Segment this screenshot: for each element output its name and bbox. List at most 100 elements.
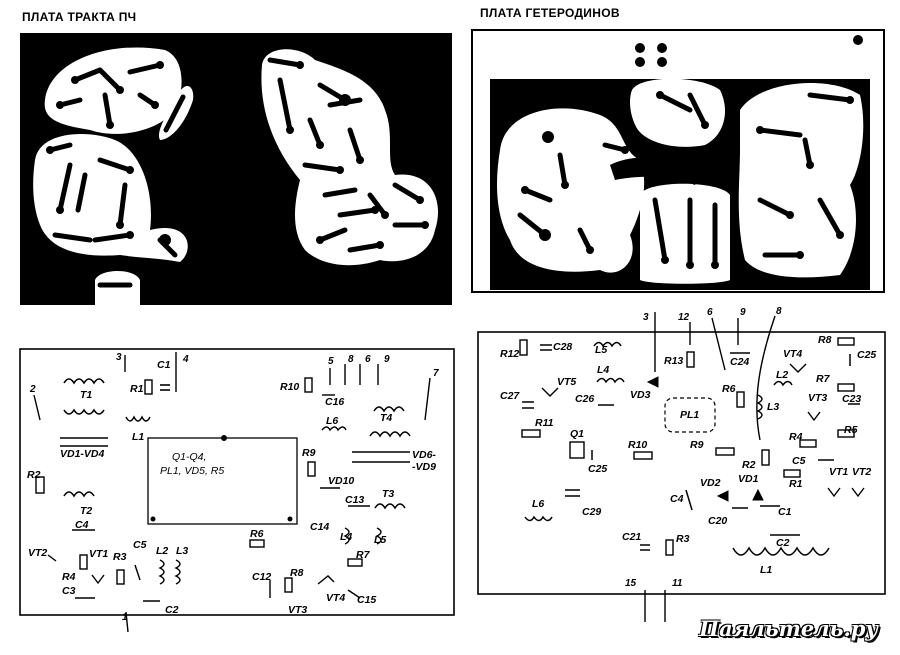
if-pin-labels: 1 2 3 4 5 8 6 9 7 [29, 352, 439, 623]
label-L4: L4 [597, 364, 609, 376]
label-L6: L6 [326, 415, 338, 427]
label-C28: C28 [553, 341, 572, 353]
if-pin-6: 6 [365, 354, 371, 365]
label-R1: R1 [130, 383, 144, 395]
label-R8: R8 [818, 334, 832, 346]
block-label-line2: PL1, VD5, R5 [160, 465, 224, 477]
label-L1: L1 [760, 564, 772, 576]
label-L6: L6 [532, 498, 544, 510]
label-C26: C26 [575, 393, 594, 405]
label-VT2: VT2 [28, 547, 47, 559]
label-C29: C29 [582, 506, 601, 518]
label-C12: C12 [252, 571, 271, 583]
label-R7: R7 [816, 373, 831, 385]
label-R2: R2 [27, 469, 41, 481]
if-board-layout [19, 348, 455, 633]
if-board-pcb [20, 33, 452, 305]
if-pin-1: 1 [122, 612, 128, 623]
label-R12: R12 [500, 348, 519, 360]
lo-pin-3: 3 [643, 312, 649, 323]
label-C16: C16 [325, 396, 344, 408]
label-C1: C1 [778, 506, 792, 518]
label-C23: C23 [842, 393, 861, 405]
label-C27: C27 [500, 390, 520, 402]
label-R2: R2 [742, 459, 756, 471]
if-pin-3: 3 [116, 352, 122, 363]
label-C24: C24 [730, 356, 749, 368]
label-R7: R7 [356, 549, 371, 561]
if-pin-4: 4 [182, 354, 189, 365]
if-pin-5: 5 [328, 356, 334, 367]
label-R3: R3 [676, 533, 690, 545]
lo-pin-15: 15 [625, 578, 637, 589]
label-R4: R4 [789, 431, 803, 443]
label-R9: R9 [690, 439, 704, 451]
label-L3: L3 [176, 545, 188, 557]
label-C2: C2 [776, 537, 790, 549]
label-VD1-VD4: VD1-VD4 [60, 448, 105, 460]
label-VT2: VT2 [852, 466, 871, 478]
if-pin-7: 7 [433, 368, 439, 379]
label-C3: C3 [62, 585, 76, 597]
label-L2: L2 [156, 545, 168, 557]
label-C25: C25 [588, 463, 607, 475]
label-R10: R10 [280, 381, 299, 393]
if-component-labels: R1 C1 L1 T1 VD1-VD4 R2 T2 C4 VT2 VT1 R4 … [27, 359, 436, 616]
if-pin-9: 9 [384, 354, 390, 365]
label-T2: T2 [80, 505, 92, 517]
label-VT4: VT4 [326, 592, 345, 604]
site-watermark: Паяльтель.ру [699, 616, 878, 641]
label-R8: R8 [290, 567, 304, 579]
label-L4: L4 [340, 531, 352, 543]
label-VD2: VD2 [700, 477, 721, 489]
lo-pin-6: 6 [707, 307, 713, 318]
block-label-line1: Q1-Q4, [172, 451, 206, 463]
label-R3: R3 [113, 551, 127, 563]
label-VT1: VT1 [89, 548, 108, 560]
label-C4: C4 [670, 493, 684, 505]
label-C20: C20 [708, 515, 727, 527]
lo-pin-12: 12 [678, 312, 690, 323]
label-C21: C21 [622, 531, 641, 543]
label-VT3: VT3 [288, 604, 307, 616]
label-VT5: VT5 [557, 376, 576, 388]
lo-component-labels: R12 C28 L5 L4 VT5 C27 C26 R11 Q1 C25 R10… [500, 334, 876, 576]
label-R6: R6 [722, 383, 736, 395]
label-L3: L3 [767, 401, 779, 413]
label-C2: C2 [165, 604, 179, 616]
if-board-title: ПЛАТА ТРАКТА ПЧ [22, 10, 137, 24]
label-R11: R11 [535, 417, 554, 429]
label-VD10: VD10 [328, 475, 354, 487]
label-C25-right: C25 [857, 349, 876, 361]
lo-pin-9: 9 [740, 307, 746, 318]
label-R9: R9 [302, 447, 316, 459]
if-pin-2: 2 [29, 384, 36, 395]
lo-board-layout [477, 312, 886, 622]
label-VD9: -VD9 [412, 461, 436, 473]
label-R10: R10 [628, 439, 647, 451]
label-Q1: Q1 [570, 428, 584, 440]
label-PL1: PL1 [680, 409, 699, 421]
label-VD3: VD3 [630, 389, 651, 401]
label-L5: L5 [374, 534, 386, 546]
label-T4: T4 [380, 412, 392, 424]
label-C4: C4 [75, 519, 89, 531]
label-VT1: VT1 [829, 466, 848, 478]
lo-board-title: ПЛАТА ГЕТЕРОДИНОВ [480, 6, 620, 20]
label-R5: R5 [844, 424, 858, 436]
label-T1: T1 [80, 389, 92, 401]
lo-pin-labels: 3 12 6 9 8 15 11 [625, 306, 782, 589]
label-L1: L1 [132, 431, 144, 443]
label-C1: C1 [157, 359, 171, 371]
lo-board-pcb [471, 29, 885, 293]
label-C5: C5 [133, 539, 147, 551]
label-R13: R13 [664, 355, 683, 367]
label-C14: C14 [310, 521, 329, 533]
label-C15: C15 [357, 594, 376, 606]
label-C13: C13 [345, 494, 364, 506]
label-L5: L5 [595, 344, 607, 356]
label-T3: T3 [382, 488, 394, 500]
lo-pin-8: 8 [776, 306, 782, 317]
label-VT4: VT4 [783, 348, 802, 360]
